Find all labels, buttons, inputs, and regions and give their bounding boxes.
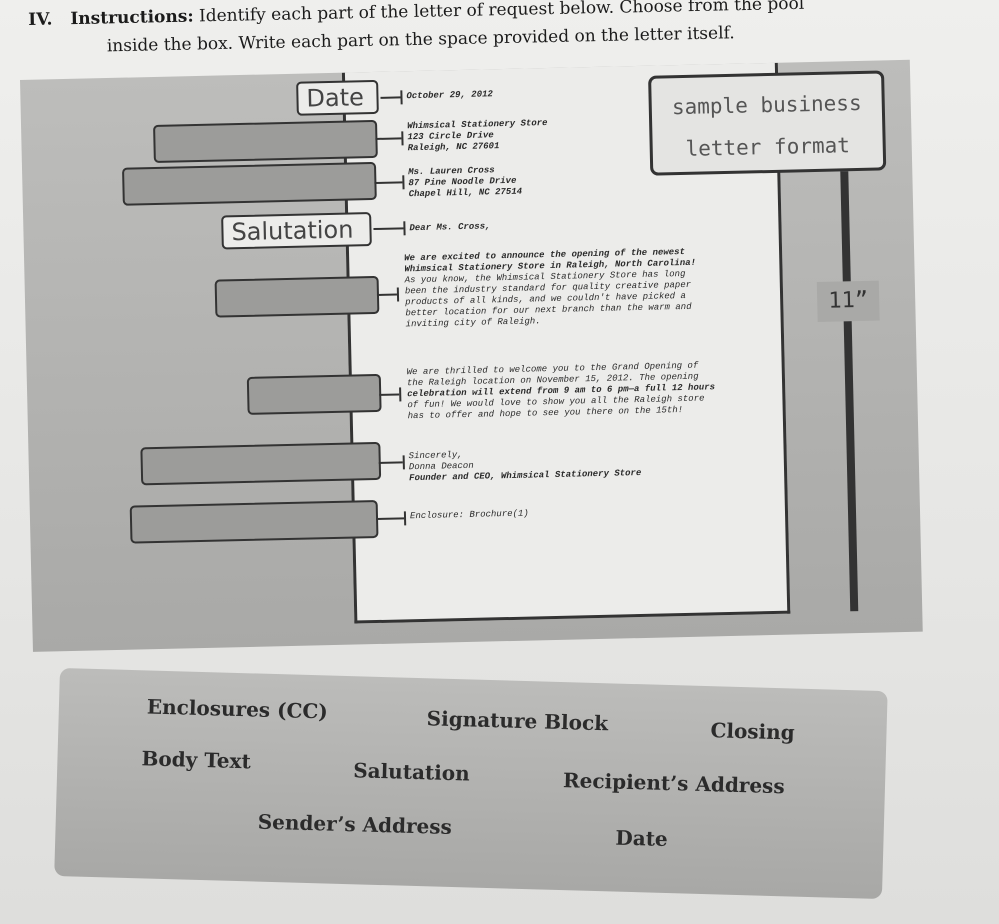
letter-figure: sample business letter format 11” Date O… xyxy=(20,59,923,652)
pool-word-salutation: Salutation xyxy=(352,758,471,786)
height-dimension-bar xyxy=(840,171,859,612)
pool-word-enclosures: Enclosures (CC) xyxy=(146,694,329,724)
pool-word-recipients-address: Recipient’s Address xyxy=(562,768,785,799)
date-answer: Date xyxy=(306,83,365,113)
body-text-box-2[interactable] xyxy=(246,373,382,415)
letter-body-paragraph-2: We are thrilled to welcome you to the Gr… xyxy=(407,358,808,422)
section-number: IV. xyxy=(28,9,53,30)
body-text-box-1[interactable] xyxy=(214,275,380,318)
sender-address-box[interactable] xyxy=(153,119,378,163)
date-label-box[interactable]: Date xyxy=(296,79,379,116)
closing-box[interactable] xyxy=(140,441,382,486)
pool-word-date: Date xyxy=(615,825,669,852)
height-dimension-label: 11” xyxy=(816,280,880,322)
pool-word-signature-block: Signature Block xyxy=(426,706,609,736)
enclosure-box[interactable] xyxy=(129,499,379,544)
salutation-answer: Salutation xyxy=(231,215,354,247)
pool-word-senders-address: Sender’s Address xyxy=(257,809,453,839)
salutation-label-box[interactable]: Salutation xyxy=(221,212,372,250)
word-pool-box: Enclosures (CC) Signature Block Closing … xyxy=(54,668,888,900)
recipient-address-box[interactable] xyxy=(122,161,377,206)
letter-body-paragraph-1: We are excited to announce the opening o… xyxy=(404,244,806,330)
pool-word-closing: Closing xyxy=(710,718,796,745)
pool-word-body-text: Body Text xyxy=(141,746,252,774)
instructions-lead: Instructions: xyxy=(70,6,194,30)
